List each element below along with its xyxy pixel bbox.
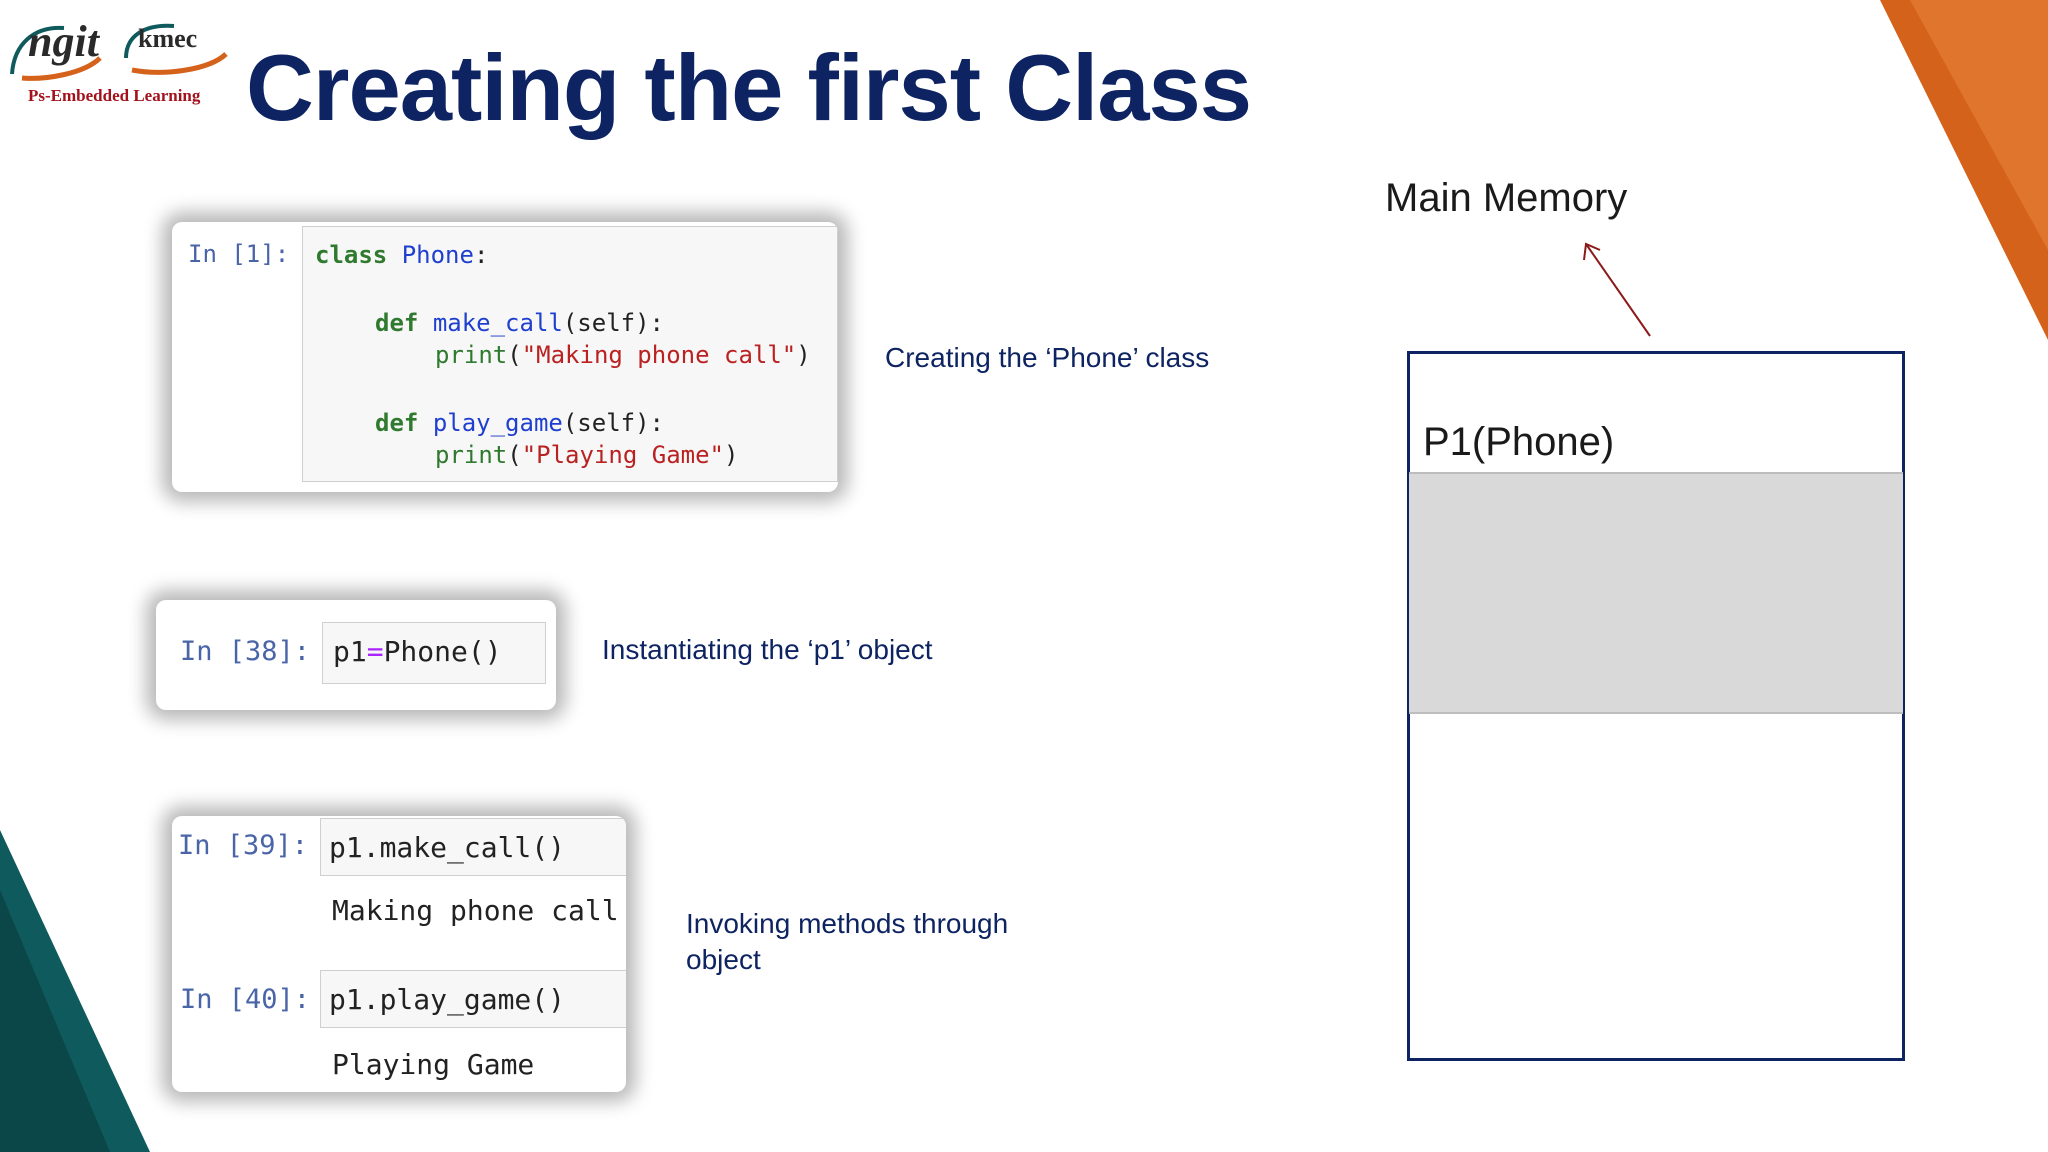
- code-line-print-play-game: print("Playing Game"): [435, 441, 739, 469]
- memory-object-block: [1409, 472, 1903, 714]
- caption-instantiate: Instantiating the ‘p1’ object: [602, 634, 933, 665]
- logo-tagline: Ps-Embedded Learning: [28, 86, 201, 105]
- logo: ngit kmec Ps-Embedded Learning: [0, 8, 240, 118]
- code-input[interactable]: class Phone: def make_call(self): print(…: [302, 226, 838, 482]
- page-title: Creating the first Class: [246, 35, 1252, 140]
- orange-corner-decoration: [1880, 0, 2048, 340]
- teal-corner-decoration: [0, 830, 150, 1152]
- memory-object-label: P1(Phone): [1423, 420, 1615, 464]
- code-input[interactable]: p1=Phone(): [322, 622, 546, 684]
- code-input[interactable]: p1.make_call(): [320, 818, 626, 876]
- logo-ngit: ngit: [28, 17, 99, 66]
- code-cell-class-definition: In [1]: class Phone: def make_call(self)…: [172, 222, 838, 492]
- cell-prompt: In [1]:: [188, 240, 290, 268]
- caption-class: Creating the ‘Phone’ class: [885, 342, 1210, 373]
- code-line-def-make-call: def make_call(self):: [375, 309, 665, 337]
- code-cell-instantiate: In [38]: p1=Phone(): [156, 600, 556, 710]
- arrow-icon: [1583, 242, 1651, 337]
- caption-invoke-line2: object: [686, 944, 761, 975]
- code-line-make-call: p1.make_call(): [329, 831, 566, 864]
- code-line-instantiate: p1=Phone(): [333, 635, 502, 668]
- cell-prompt: In [39]:: [178, 830, 309, 861]
- logo-kmec: kmec: [138, 24, 198, 53]
- cell-prompt: In [40]:: [180, 984, 311, 1015]
- code-line-print-make-call: print("Making phone call"): [435, 341, 811, 369]
- code-line-play-game: p1.play_game(): [329, 983, 566, 1016]
- cell-prompt: In [38]:: [180, 636, 311, 667]
- logo-swoosh-icon: [10, 23, 228, 81]
- cell-output: Making phone call: [332, 894, 619, 927]
- code-line-def-play-game: def play_game(self):: [375, 409, 665, 437]
- code-input[interactable]: p1.play_game(): [320, 970, 626, 1028]
- main-memory-label: Main Memory: [1385, 176, 1628, 220]
- caption-invoke: Invoking methods through object: [686, 906, 1008, 978]
- code-cell-invoke: In [39]: p1.make_call() Making phone cal…: [172, 816, 626, 1092]
- cell-output: Playing Game: [332, 1048, 535, 1081]
- caption-invoke-line1: Invoking methods through: [686, 908, 1009, 939]
- code-line-class: class Phone:: [315, 241, 489, 269]
